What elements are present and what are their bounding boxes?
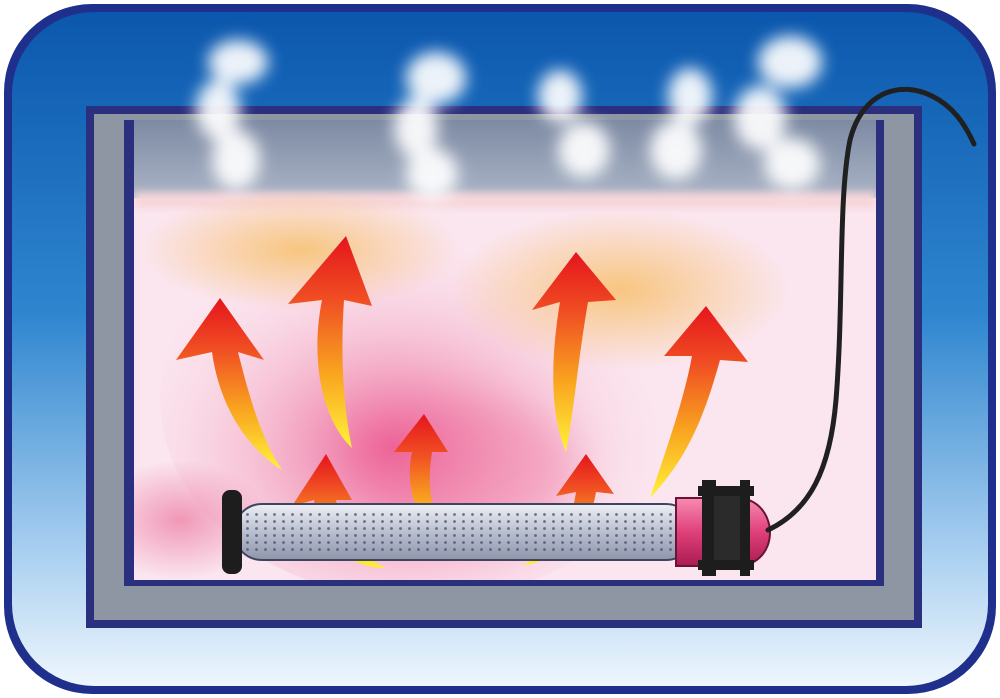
steam-plume	[394, 52, 466, 200]
steam-plume	[734, 36, 822, 190]
immersion-heater-icon	[222, 480, 772, 576]
heat-arrow-icon	[394, 414, 452, 548]
steam-plume	[538, 70, 610, 178]
water	[134, 120, 876, 580]
heat-arrows	[176, 236, 748, 568]
heat-arrow-icon	[288, 236, 372, 448]
steam-plume	[196, 40, 268, 190]
heat-arrow-icon	[650, 306, 748, 498]
steam-plume	[650, 68, 712, 180]
heat-arrow-icon	[292, 454, 386, 568]
heat-arrow-icon	[532, 252, 616, 452]
heat-arrow-icon	[176, 298, 282, 470]
heat-arrow-icon	[522, 454, 614, 566]
steam-icon	[196, 36, 822, 200]
power-cable-icon	[765, 86, 977, 533]
